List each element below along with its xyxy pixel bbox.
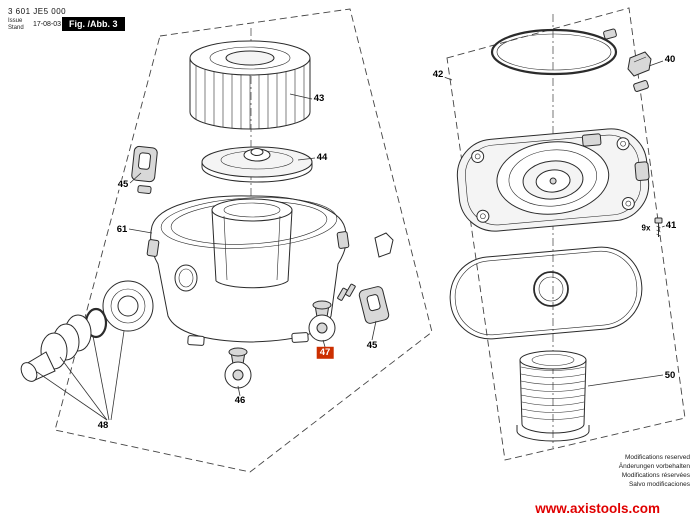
assembly-boundary-left: [54, 8, 433, 473]
part-number: 3 601 JE5 000: [8, 7, 67, 16]
issue-date: 17-08-03: [33, 21, 62, 28]
motor-housing-drawing: [456, 128, 650, 232]
stand-label: Stand: [8, 25, 24, 32]
part-callout-47[interactable]: 47: [316, 346, 334, 360]
label-tag-drawing: [374, 232, 394, 258]
leader-lines: [36, 60, 666, 421]
part-callout-41[interactable]: 41: [664, 219, 678, 232]
filter-cover-drawing: [201, 146, 313, 183]
issue-label: Issue: [8, 18, 23, 24]
note-line: Modifications réservées: [621, 471, 690, 479]
lid-seal-drawing: [490, 28, 618, 76]
latch-right-drawing: [358, 286, 390, 324]
part-callout-50[interactable]: 50: [663, 369, 677, 382]
foam-filter-drawing: [516, 350, 590, 442]
website-link[interactable]: www.axistools.com: [535, 501, 660, 516]
part-callout-61[interactable]: 61: [115, 223, 129, 236]
latch-left-drawing: [131, 145, 158, 195]
part-callout-43[interactable]: 43: [312, 92, 326, 105]
part-callout-42[interactable]: 42: [431, 68, 445, 81]
figure-badge: Fig. /Abb. 3: [62, 17, 125, 31]
quantity-label: 9x: [640, 223, 652, 234]
part-callout-40[interactable]: 40: [663, 53, 677, 66]
note-line: Modifications reserved: [624, 453, 690, 461]
note-line: Änderungen vorbehalten: [618, 462, 690, 470]
screw-icon: [654, 217, 663, 237]
filter-cartridge-drawing: [189, 40, 311, 130]
caster-front-drawing: [224, 347, 252, 389]
part-callout-45[interactable]: 45: [116, 178, 130, 191]
modification-notes: Modifications reserved Änderungen vorbeh…: [619, 453, 690, 489]
part-callout-48[interactable]: 48: [96, 419, 110, 432]
small-screws-drawing: [337, 283, 356, 301]
tank-drawing: [146, 195, 350, 346]
part-callout-44[interactable]: 44: [315, 151, 329, 164]
clip-drawing: [627, 51, 652, 92]
seal-ring-drawing: [533, 271, 569, 307]
issue-stand-labels: Issue Stand: [8, 18, 24, 32]
part-callout-46[interactable]: 46: [233, 394, 247, 407]
assembly-boundary-right: [446, 7, 686, 461]
caster-rear-drawing: [308, 300, 336, 342]
part-callout-45[interactable]: 45: [365, 339, 379, 352]
gasket-drawing: [449, 246, 643, 340]
note-line: Salvo modificaciones: [628, 480, 690, 488]
hose-adapter-drawing: [102, 280, 154, 332]
nozzle-drawing: [20, 351, 56, 382]
